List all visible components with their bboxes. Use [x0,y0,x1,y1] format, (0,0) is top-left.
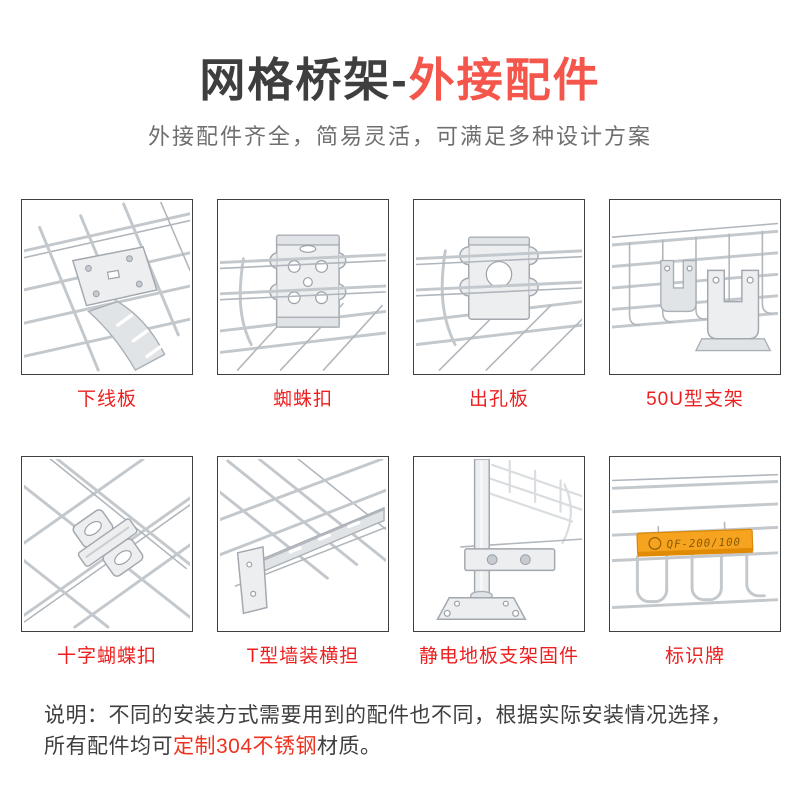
drop-plate [71,246,166,371]
tag-plate: QF-200/100 [636,521,754,557]
floor-bracket-image [436,459,582,620]
cross-arm-rail [262,506,385,573]
product-card-50u-bracket: 50U型支架 [609,199,781,412]
product-card-spider-clip: 蜘蛛扣 [217,199,389,412]
footnote-line1: 说明：不同的安装方式需要用到的配件也不同，根据实际安装情况选择， [44,704,732,727]
product-label: T型墙装横担 [246,646,360,667]
product-photo-frame [21,199,193,375]
footnote: 说明：不同的安装方式需要用到的配件也不同，根据实际安装情况选择， 所有配件均可定… [0,700,800,762]
product-photo-frame [217,456,389,632]
title-dark-part: 网格桥架- [199,54,409,106]
hole-plate-image [416,236,582,371]
product-label: 标识牌 [664,646,725,667]
product-photo-frame [609,199,781,375]
front-wires [416,249,582,297]
product-photo-frame [413,199,585,375]
product-label: 出孔板 [468,389,529,410]
title-red-part: 外接配件 [408,54,601,106]
product-label: 十字蝴蝶扣 [56,646,157,667]
butterfly-clamp [72,509,144,577]
spider-clip-image [220,234,386,371]
product-card-butterfly-clip: 十字蝴蝶扣 [21,456,193,669]
drop-plate-image [24,202,190,372]
footnote-line2-post: 材质。 [317,735,382,758]
product-photo-frame: QF-200/100 [609,456,781,632]
footnote-highlight: 定制304不锈钢 [173,735,318,758]
product-grid: 下线板 [0,199,800,669]
background-tray [473,459,582,545]
wall-plate [236,546,268,615]
product-card-floor-bracket: 静电地板支架固件 [413,456,585,669]
tag-plate-image: QF-200/100 [612,473,778,609]
hole-plate [459,236,539,320]
page-title: 网格桥架-外接配件 [0,48,800,112]
header: 网格桥架-外接配件 外接配件齐全，简易灵活，可满足多种设计方案 [0,0,800,152]
product-infographic: 网格桥架-外接配件 外接配件齐全，简易灵活，可满足多种设计方案 [0,0,800,762]
front-wires [220,253,386,301]
product-label: 下线板 [76,389,137,410]
footnote-line2-pre: 所有配件均可 [44,735,173,758]
spider-clip-plate [269,234,347,328]
product-photo-frame [217,199,389,375]
tag-plate-text: QF-200/100 [666,535,741,551]
tag-logo-icon [648,536,662,550]
t-wall-arm-image [220,459,386,615]
u-brackets [660,259,772,352]
product-card-tag-plate: QF-200/100 标识牌 [609,456,781,669]
product-photo-frame [413,456,585,632]
page-subtitle: 外接配件齐全，简易灵活，可满足多种设计方案 [147,124,652,149]
floor-bracket [436,459,582,620]
product-photo-frame [21,456,193,632]
product-label: 静电地板支架固件 [418,646,579,667]
product-card-t-wall-arm: T型墙装横担 [217,456,389,669]
product-card-drop-plate: 下线板 [21,199,193,412]
butterfly-clip-image [24,459,190,629]
product-card-hole-plate: 出孔板 [413,199,585,412]
product-label: 蜘蛛扣 [272,389,333,410]
u50-bracket-image [612,222,778,352]
product-label: 50U型支架 [646,389,744,410]
